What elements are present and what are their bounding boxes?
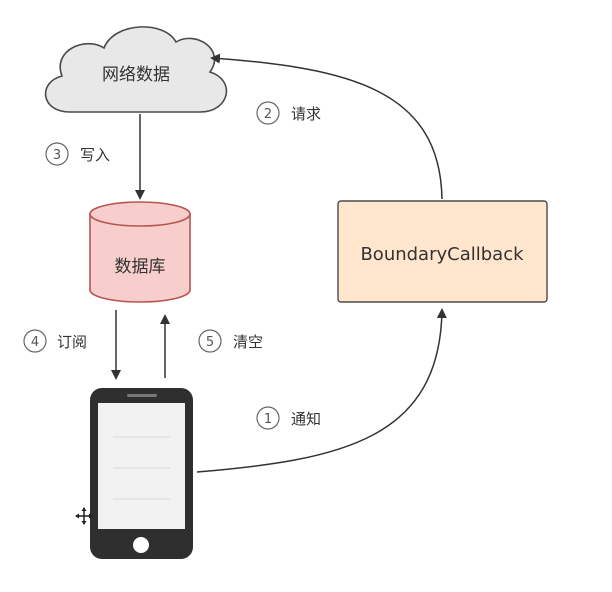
step-number: 2 [264,107,272,122]
database-top [89,201,191,227]
move-cursor-icon [75,507,93,525]
arrow-request [210,53,443,200]
network-data-cloud: 网络数据 [44,26,228,113]
cloud-shape [44,26,228,113]
step-label-5: 5 清空 [198,329,263,353]
database-cylinder: 数据库 [89,201,191,303]
phone-screen [98,403,185,529]
step-circle [23,329,47,353]
arrow-notify [196,308,447,473]
step-number: 1 [264,412,272,427]
step-number: 3 [53,148,61,163]
arrows [111,53,447,473]
step-text: 通知 [291,410,321,428]
phone-device [90,388,193,559]
step-number: 5 [206,335,214,350]
step-label-3: 3 写入 [45,142,110,166]
step-label-2: 2 请求 [256,101,321,125]
step-text: 清空 [233,333,263,351]
database-label: 数据库 [115,257,166,277]
step-circle [45,142,69,166]
boundary-callback-rect [337,200,548,303]
step-number: 4 [31,335,39,350]
step-text: 请求 [291,105,321,123]
step-text: 写入 [80,146,110,164]
step-label-1: 1 通知 [256,406,321,430]
phone-speaker [127,394,157,397]
cloud-label: 网络数据 [102,65,170,85]
step-circle [256,101,280,125]
step-circle [256,406,280,430]
step-circle [198,329,222,353]
phone-home-button [133,537,149,553]
boundary-callback-box: BoundaryCallback [337,200,548,303]
step-text: 订阅 [57,333,87,351]
boundary-callback-label: BoundaryCallback [360,244,524,265]
database-body [89,214,191,303]
step-label-4: 4 订阅 [23,329,87,353]
